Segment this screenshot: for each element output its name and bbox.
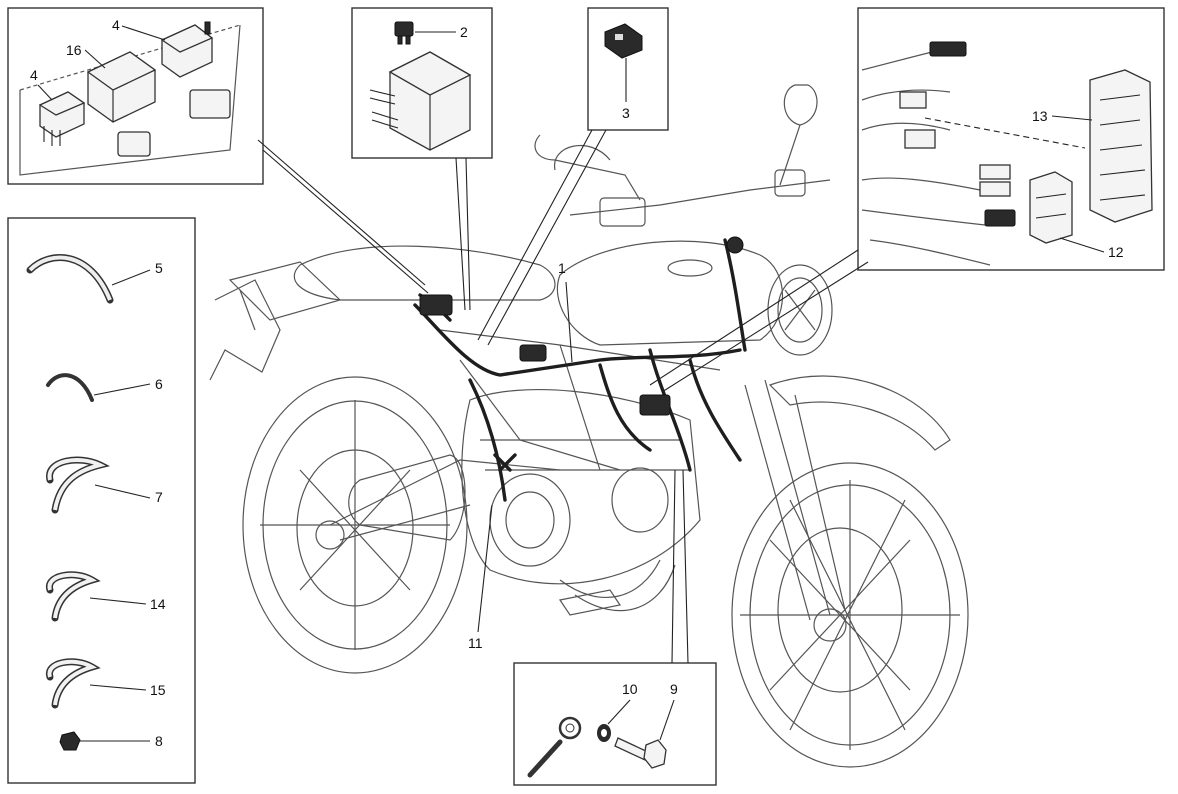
connector-cap-3 [604, 23, 643, 59]
ground-bolt-detail-box: 10 9 [513, 662, 717, 786]
rear-wheel [242, 376, 468, 674]
license-plate-holder [209, 279, 281, 381]
connector-holder-13 [1089, 69, 1153, 223]
exhaust-pipe [559, 559, 676, 612]
leader-lines: 1 11 [257, 129, 869, 664]
cable-tie-detail-box: 5 6 7 14 15 8 [7, 217, 196, 784]
front-fender [768, 375, 951, 451]
clamp-14 [46, 571, 101, 622]
fuse-box [369, 51, 472, 151]
fuse-detail-box: 2 [351, 7, 493, 159]
relay-4-left [38, 91, 86, 146]
exhaust-silencer [348, 454, 466, 541]
cable-tie-5 [26, 254, 114, 304]
connector-holder-detail-box: 13 12 [857, 7, 1165, 271]
callout-8: 8 [155, 733, 163, 749]
callout-15: 15 [150, 682, 166, 698]
callout-14: 14 [150, 596, 166, 612]
relay-16 [86, 51, 157, 123]
clamp-15 [46, 658, 101, 709]
callout-5: 5 [155, 260, 163, 276]
ground-cable [527, 716, 582, 778]
callout-16: 16 [66, 42, 82, 58]
handlebar-assembly [534, 84, 831, 227]
bolt-9 [614, 737, 667, 769]
rear-fender [228, 261, 342, 321]
engine [461, 389, 701, 585]
callout-6: 6 [155, 376, 163, 392]
callout-7: 7 [155, 489, 163, 505]
headlight [767, 264, 833, 356]
fuse-2 [394, 21, 414, 45]
washer-10 [597, 724, 611, 742]
callout-3: 3 [622, 105, 630, 121]
callout-10: 10 [622, 681, 638, 697]
clamp-7 [46, 456, 111, 514]
fuel-tank [556, 240, 783, 346]
relay-4-top [160, 21, 214, 78]
callout-12: 12 [1108, 244, 1124, 260]
seat [293, 245, 556, 301]
front-wheel [731, 462, 969, 768]
clip-8 [59, 731, 81, 751]
callout-11: 11 [468, 635, 483, 651]
cable-tie-6 [46, 373, 94, 402]
relay-detail-box: 4 16 4 [7, 7, 264, 185]
part-3-detail-box: 3 [587, 7, 669, 131]
front-fork [744, 379, 846, 621]
callout-13: 13 [1032, 108, 1048, 124]
motorcycle-illustration [209, 84, 969, 768]
callout-4-left: 4 [30, 67, 38, 83]
callout-1: 1 [558, 260, 566, 276]
connector-holder-12 [1029, 171, 1073, 244]
callout-4-top: 4 [112, 17, 120, 33]
callout-9: 9 [670, 681, 678, 697]
callout-2: 2 [460, 24, 468, 40]
